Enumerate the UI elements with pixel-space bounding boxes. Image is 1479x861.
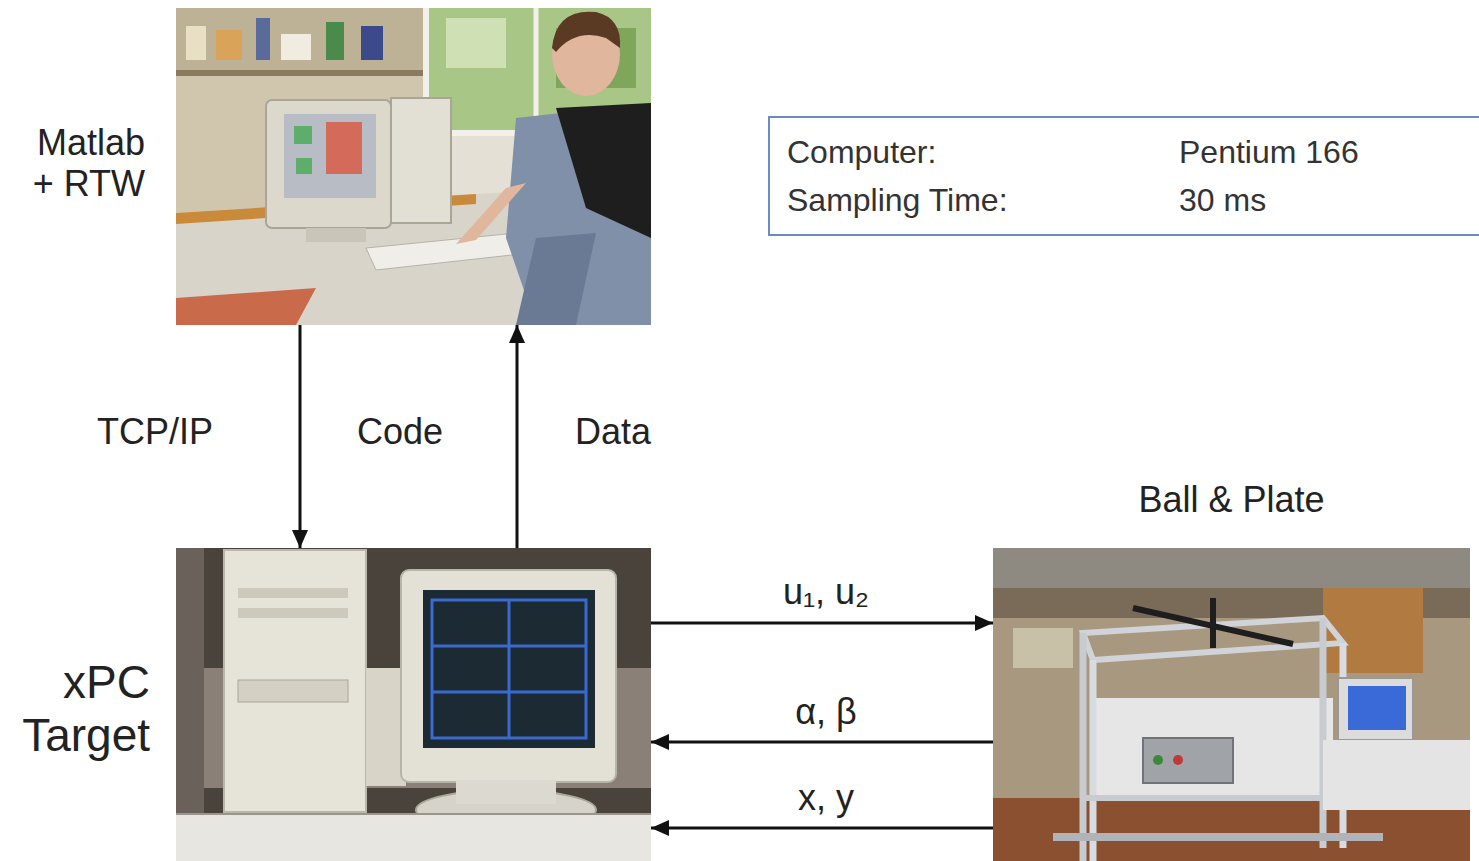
ball-plate-photo — [993, 548, 1470, 861]
edge-label: α, β — [795, 691, 857, 732]
signal-arrow — [651, 622, 993, 625]
workstation-photo — [176, 8, 651, 325]
edge-label: Data — [575, 411, 651, 452]
node-label: Ball & Plate — [993, 479, 1470, 520]
target-node: xPC Target — [176, 548, 651, 861]
node-label: xPC Target — [10, 656, 150, 762]
signal-arrow — [651, 741, 993, 744]
spec-name: Computer: — [787, 128, 1179, 176]
specs-box: Computer:Pentium 166Sampling Time:30 ms — [768, 116, 1479, 236]
workstation-node: Matlab + RTW — [176, 8, 651, 325]
edge-label: x, y — [798, 777, 854, 818]
spec-value: 30 ms — [1179, 176, 1462, 224]
protocol-label: TCP/IP — [97, 411, 213, 452]
plant-node: Ball & Plate — [993, 548, 1470, 861]
node-label: Matlab + RTW — [15, 122, 145, 205]
target-pc-photo — [176, 548, 651, 861]
signal-arrow — [651, 827, 993, 830]
edge-label: u₁, u₂ — [783, 571, 869, 612]
signal-arrow — [299, 325, 302, 548]
signal-arrow — [516, 325, 519, 548]
spec-name: Sampling Time: — [787, 176, 1179, 224]
edge-label: Code — [357, 411, 443, 452]
spec-value: Pentium 166 — [1179, 128, 1462, 176]
